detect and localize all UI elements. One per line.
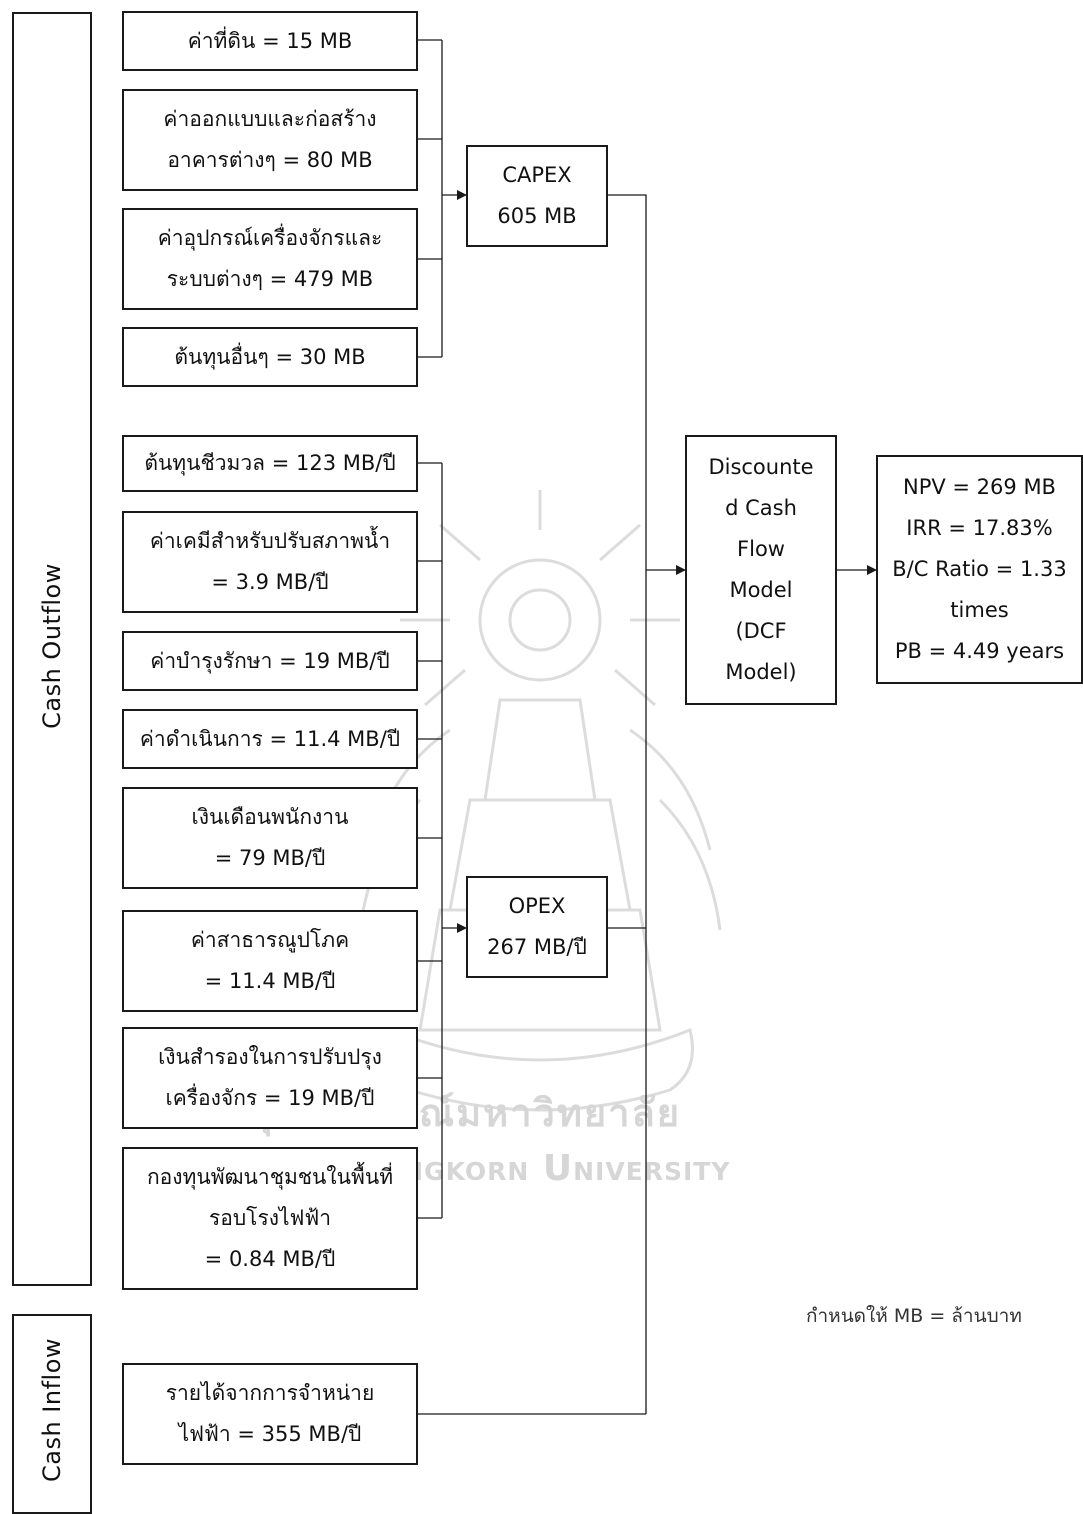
opex-item-community-fund: กองทุนพัฒนาชุมชนในพื้นที่ รอบโรงไฟฟ้า = … xyxy=(122,1147,418,1290)
opex-total-box: OPEX 267 MB/ปี xyxy=(466,876,608,978)
cash-inflow-panel xyxy=(12,1314,92,1514)
capex-item-label: ต้นทุนอื่นๆ = 30 MB xyxy=(174,344,366,369)
opex-item-label: ค่าบำรุงรักษา = 19 MB/ปี xyxy=(150,648,390,673)
capex-item-other: ต้นทุนอื่นๆ = 30 MB xyxy=(122,327,418,387)
capex-item-equipment: ค่าอุปกรณ์เครื่องจักรและ ระบบต่างๆ = 479… xyxy=(122,208,418,310)
opex-item-chemicals: ค่าเคมีสำหรับปรับสภาพน้ำ = 3.9 MB/ปี xyxy=(122,511,418,613)
opex-item-biomass: ต้นทุนชีวมวล = 123 MB/ปี xyxy=(122,435,418,492)
cash-inflow-label: Cash Inflow xyxy=(38,1337,66,1483)
capex-item-label: ค่าอุปกรณ์เครื่องจักรและ ระบบต่างๆ = 479… xyxy=(157,226,383,291)
capex-total-box: CAPEX 605 MB xyxy=(466,145,608,247)
opex-item-operations: ค่าดำเนินการ = 11.4 MB/ปี xyxy=(122,709,418,769)
results-label: NPV = 269 MB IRR = 17.83% B/C Ratio = 1.… xyxy=(892,475,1067,663)
opex-item-label: ค่าสาธารณูปโภค = 11.4 MB/ปี xyxy=(190,928,350,993)
dcf-model-label: Discounte d Cash Flow Model (DCF Model) xyxy=(708,455,814,684)
capex-item-land: ค่าที่ดิน = 15 MB xyxy=(122,11,418,71)
capex-total-label: CAPEX 605 MB xyxy=(497,163,577,228)
unit-note: กำหนดให้ MB = ล้านบาท xyxy=(806,1305,1022,1327)
capex-item-label: ค่าที่ดิน = 15 MB xyxy=(187,28,353,53)
dcf-model-box: Discounte d Cash Flow Model (DCF Model) xyxy=(685,435,837,705)
opex-item-label: เงินสำรองในการปรับปรุง เครื่องจักร = 19 … xyxy=(158,1045,382,1110)
inflow-item-label: รายได้จากการจำหน่าย ไฟฟ้า = 355 MB/ปี xyxy=(165,1381,375,1446)
opex-item-label: ต้นทุนชีวมวล = 123 MB/ปี xyxy=(144,451,396,475)
opex-total-label: OPEX 267 MB/ปี xyxy=(487,894,587,959)
opex-item-label: เงินเดือนพนักงาน = 79 MB/ปี xyxy=(191,805,349,870)
opex-item-maintenance: ค่าบำรุงรักษา = 19 MB/ปี xyxy=(122,631,418,691)
opex-item-machine-reserve: เงินสำรองในการปรับปรุง เครื่องจักร = 19 … xyxy=(122,1027,418,1129)
opex-item-utilities: ค่าสาธารณูปโภค = 11.4 MB/ปี xyxy=(122,910,418,1012)
opex-item-salary: เงินเดือนพนักงาน = 79 MB/ปี xyxy=(122,787,418,889)
results-box: NPV = 269 MB IRR = 17.83% B/C Ratio = 1.… xyxy=(876,455,1083,684)
opex-item-label: ค่าเคมีสำหรับปรับสภาพน้ำ = 3.9 MB/ปี xyxy=(149,529,391,594)
inflow-item-electricity-sales: รายได้จากการจำหน่าย ไฟฟ้า = 355 MB/ปี xyxy=(122,1363,418,1465)
capex-item-label: ค่าออกแบบและก่อสร้าง อาคารต่างๆ = 80 MB xyxy=(163,107,377,172)
capex-item-construction: ค่าออกแบบและก่อสร้าง อาคารต่างๆ = 80 MB xyxy=(122,89,418,191)
opex-item-label: ค่าดำเนินการ = 11.4 MB/ปี xyxy=(139,726,401,751)
cash-outflow-label: Cash Outflow xyxy=(38,563,66,729)
opex-item-label: กองทุนพัฒนาชุมชนในพื้นที่ รอบโรงไฟฟ้า = … xyxy=(146,1165,394,1271)
cash-outflow-panel xyxy=(12,12,92,1286)
